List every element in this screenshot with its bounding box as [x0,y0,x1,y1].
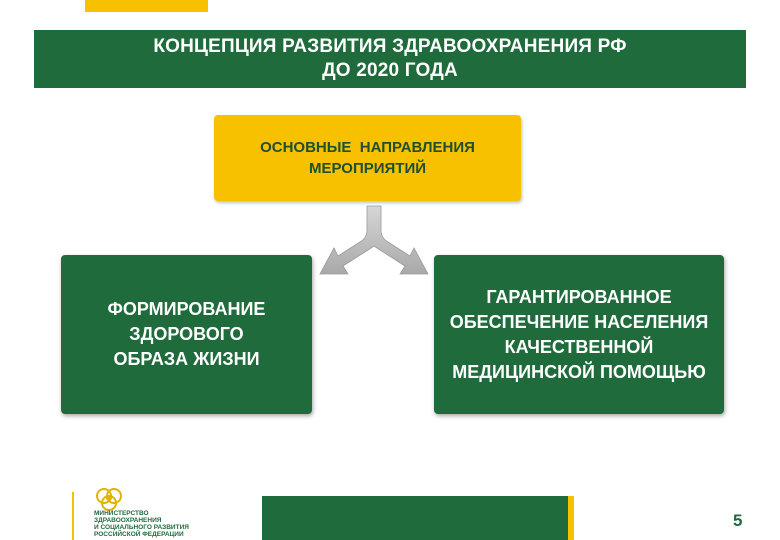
title-bar: КОНЦЕПЦИЯ РАЗВИТИЯ ЗДРАВООХРАНЕНИЯ РФ ДО… [34,30,746,88]
split-arrow-icon [319,205,429,275]
right-box-line-3: КАЧЕСТВЕННОЙ [504,336,654,357]
main-box-line-2: МЕРОПРИЯТИЙ [308,160,427,177]
main-directions-box: ОСНОВНЫЕ НАПРАВЛЕНИЯ МЕРОПРИЯТИЙ [214,115,521,201]
ministry-emblem-icon [96,488,122,511]
left-box-line-2: ЗДОРОВОГО [129,324,244,344]
top-accent-tab [85,0,208,12]
title-line-1: КОНЦЕПЦИЯ РАЗВИТИЯ ЗДРАВООХРАНЕНИЯ РФ [153,36,627,57]
logo-divider [72,492,74,540]
left-box-line-3: ОБРАЗА ЖИЗНИ [113,349,260,369]
healthy-lifestyle-box: ФОРМИРОВАНИЕ ЗДОРОВОГО ОБРАЗА ЖИЗНИ [61,255,312,414]
medical-care-box: ГАРАНТИРОВАННОЕ ОБЕСПЕЧЕНИЕ НАСЕЛЕНИЯ КА… [434,255,724,414]
footer-accent [568,496,574,540]
right-box-line-4: МЕДИЦИНСКОЙ ПОМОЩЬЮ [452,361,706,382]
footer-bar [262,496,568,540]
right-box-line-2: ОБЕСПЕЧЕНИЕ НАСЕЛЕНИЯ [449,311,709,332]
main-box-line-1: ОСНОВНЫЕ НАПРАВЛЕНИЯ [260,139,475,156]
title-line-2: ДО 2020 ГОДА [322,60,458,81]
page-number: 5 [733,511,743,530]
ministry-logo-text: МИНИСТЕРСТВО ЗДРАВООХРАНЕНИЯ И СОЦИАЛЬНО… [94,510,189,538]
right-box-line-1: ГАРАНТИРОВАННОЕ [486,286,672,307]
left-box-line-1: ФОРМИРОВАНИЕ [107,299,266,319]
